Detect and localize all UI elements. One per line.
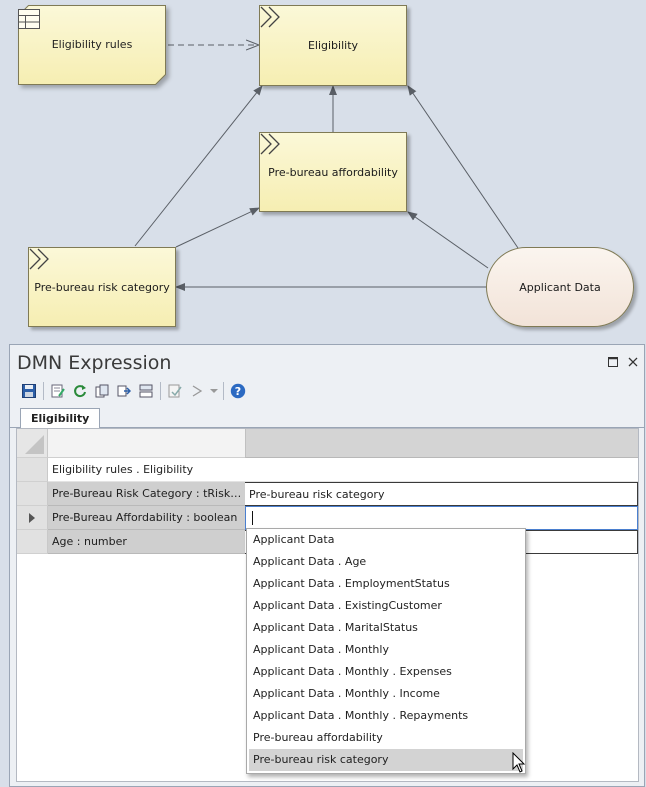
dropdown-item[interactable]: Applicant Data . EmploymentStatus bbox=[253, 577, 450, 590]
decision-chevron-icon bbox=[29, 248, 49, 270]
dmn-diagram-canvas[interactable]: Eligibility rules Eligibility Pre-bureau… bbox=[0, 0, 646, 340]
export-icon bbox=[117, 385, 131, 397]
decision-chevron-icon bbox=[260, 133, 280, 155]
dropdown-item[interactable]: Applicant Data . Monthly . Income bbox=[253, 687, 440, 700]
current-row-arrow-icon bbox=[29, 513, 35, 523]
row-gutter[interactable] bbox=[17, 458, 48, 482]
run-button[interactable] bbox=[186, 380, 208, 402]
panel-title: DMN Expression bbox=[17, 352, 172, 374]
dropdown-item-selected[interactable]: Pre-bureau risk category bbox=[249, 749, 523, 771]
dropdown-item[interactable]: Applicant Data . Monthly bbox=[253, 643, 389, 656]
parameter-name-cell: Age : number bbox=[48, 530, 245, 554]
info-connector-applicant-eligibility[interactable] bbox=[407, 85, 519, 249]
pre-bureau-risk-category-label: Pre-bureau risk category bbox=[34, 280, 170, 294]
parameter-value-input[interactable] bbox=[245, 506, 638, 530]
dropdown-arrow-icon bbox=[210, 389, 218, 393]
run-options-button[interactable] bbox=[208, 380, 220, 402]
knowledge-model-shape bbox=[18, 5, 166, 85]
header-value-column bbox=[245, 429, 638, 458]
header-name-column bbox=[48, 429, 245, 458]
row-gutter[interactable] bbox=[17, 530, 48, 554]
save-button[interactable] bbox=[18, 380, 40, 402]
export-button[interactable] bbox=[113, 380, 135, 402]
text-caret bbox=[252, 511, 253, 525]
pre-bureau-affordability-node[interactable]: Pre-bureau affordability bbox=[259, 132, 407, 212]
tab-eligibility[interactable]: Eligibility bbox=[20, 408, 101, 429]
validate-icon bbox=[168, 384, 182, 398]
pre-bureau-affordability-label: Pre-bureau affordability bbox=[268, 165, 398, 179]
panel-header: DMN Expression bbox=[10, 345, 644, 377]
save-icon bbox=[22, 384, 36, 398]
pre-bureau-risk-category-node[interactable]: Pre-bureau risk category bbox=[28, 247, 176, 327]
dropdown-item[interactable]: Pre-bureau affordability bbox=[253, 731, 383, 744]
import-button[interactable] bbox=[135, 380, 157, 402]
eligibility-decision-node[interactable]: Eligibility bbox=[259, 5, 407, 86]
expression-title-row: Eligibility rules . Eligibility bbox=[17, 458, 638, 482]
run-icon bbox=[192, 385, 203, 397]
info-connector-risk-eligibility[interactable] bbox=[134, 85, 263, 247]
eligibility-rules-node[interactable]: Eligibility rules bbox=[18, 5, 166, 85]
help-button[interactable]: ? bbox=[227, 380, 249, 402]
diagram-connectors bbox=[134, 0, 519, 291]
info-connector-risk-affordability[interactable] bbox=[175, 207, 260, 248]
help-icon: ? bbox=[230, 383, 246, 399]
corner-triangle-icon bbox=[25, 435, 44, 454]
parameter-value-cell[interactable]: Pre-bureau risk category bbox=[245, 482, 638, 506]
toolbar-separator bbox=[223, 382, 224, 400]
refresh-icon bbox=[74, 385, 86, 398]
dropdown-item[interactable]: Applicant Data bbox=[253, 533, 335, 546]
dropdown-item[interactable]: Applicant Data . ExistingCustomer bbox=[253, 599, 442, 612]
decision-chevron-icon bbox=[260, 6, 280, 28]
refresh-button[interactable] bbox=[69, 380, 91, 402]
row-gutter[interactable] bbox=[17, 506, 48, 530]
svg-text:?: ? bbox=[235, 385, 241, 398]
tab-strip: Eligibility bbox=[10, 406, 644, 429]
parameter-name-cell: Pre-Bureau Risk Category : tRiskC... bbox=[48, 482, 245, 506]
decision-table-icon bbox=[18, 9, 40, 29]
expression-title: Eligibility rules . Eligibility bbox=[48, 458, 638, 482]
tab-divider bbox=[10, 427, 644, 428]
close-icon[interactable] bbox=[627, 356, 639, 368]
autocomplete-dropdown[interactable]: Applicant Data Applicant Data . Age Appl… bbox=[246, 528, 526, 774]
parameter-name-cell: Pre-Bureau Affordability : boolean bbox=[48, 506, 245, 530]
info-connector-applicant-affordability[interactable] bbox=[407, 211, 489, 269]
mouse-pointer-icon bbox=[512, 752, 526, 773]
applicant-data-input-node[interactable]: Applicant Data bbox=[486, 247, 634, 327]
validate-button[interactable] bbox=[164, 380, 186, 402]
grid-header-row bbox=[17, 429, 638, 458]
select-all-corner[interactable] bbox=[17, 429, 48, 458]
row-gutter[interactable] bbox=[17, 482, 48, 506]
copy-button[interactable] bbox=[91, 380, 113, 402]
import-icon bbox=[139, 384, 153, 398]
copy-icon bbox=[95, 384, 109, 398]
dropdown-item[interactable]: Applicant Data . Age bbox=[253, 555, 367, 568]
edit-icon bbox=[51, 384, 65, 398]
toolbar-separator bbox=[43, 382, 44, 400]
toolbar: ? bbox=[10, 378, 644, 404]
table-row[interactable]: Pre-Bureau Risk Category : tRiskC... Pre… bbox=[17, 482, 638, 506]
maximize-icon[interactable] bbox=[607, 356, 619, 368]
dropdown-item[interactable]: Applicant Data . Monthly . Repayments bbox=[253, 709, 469, 722]
table-row[interactable]: Pre-Bureau Affordability : boolean bbox=[17, 506, 638, 530]
applicant-data-label: Applicant Data bbox=[519, 280, 601, 294]
eligibility-label: Eligibility bbox=[307, 39, 359, 52]
dropdown-item[interactable]: Applicant Data . MaritalStatus bbox=[253, 621, 418, 634]
edit-button[interactable] bbox=[47, 380, 69, 402]
toolbar-separator bbox=[160, 382, 161, 400]
dropdown-item[interactable]: Applicant Data . Monthly . Expenses bbox=[253, 665, 452, 678]
